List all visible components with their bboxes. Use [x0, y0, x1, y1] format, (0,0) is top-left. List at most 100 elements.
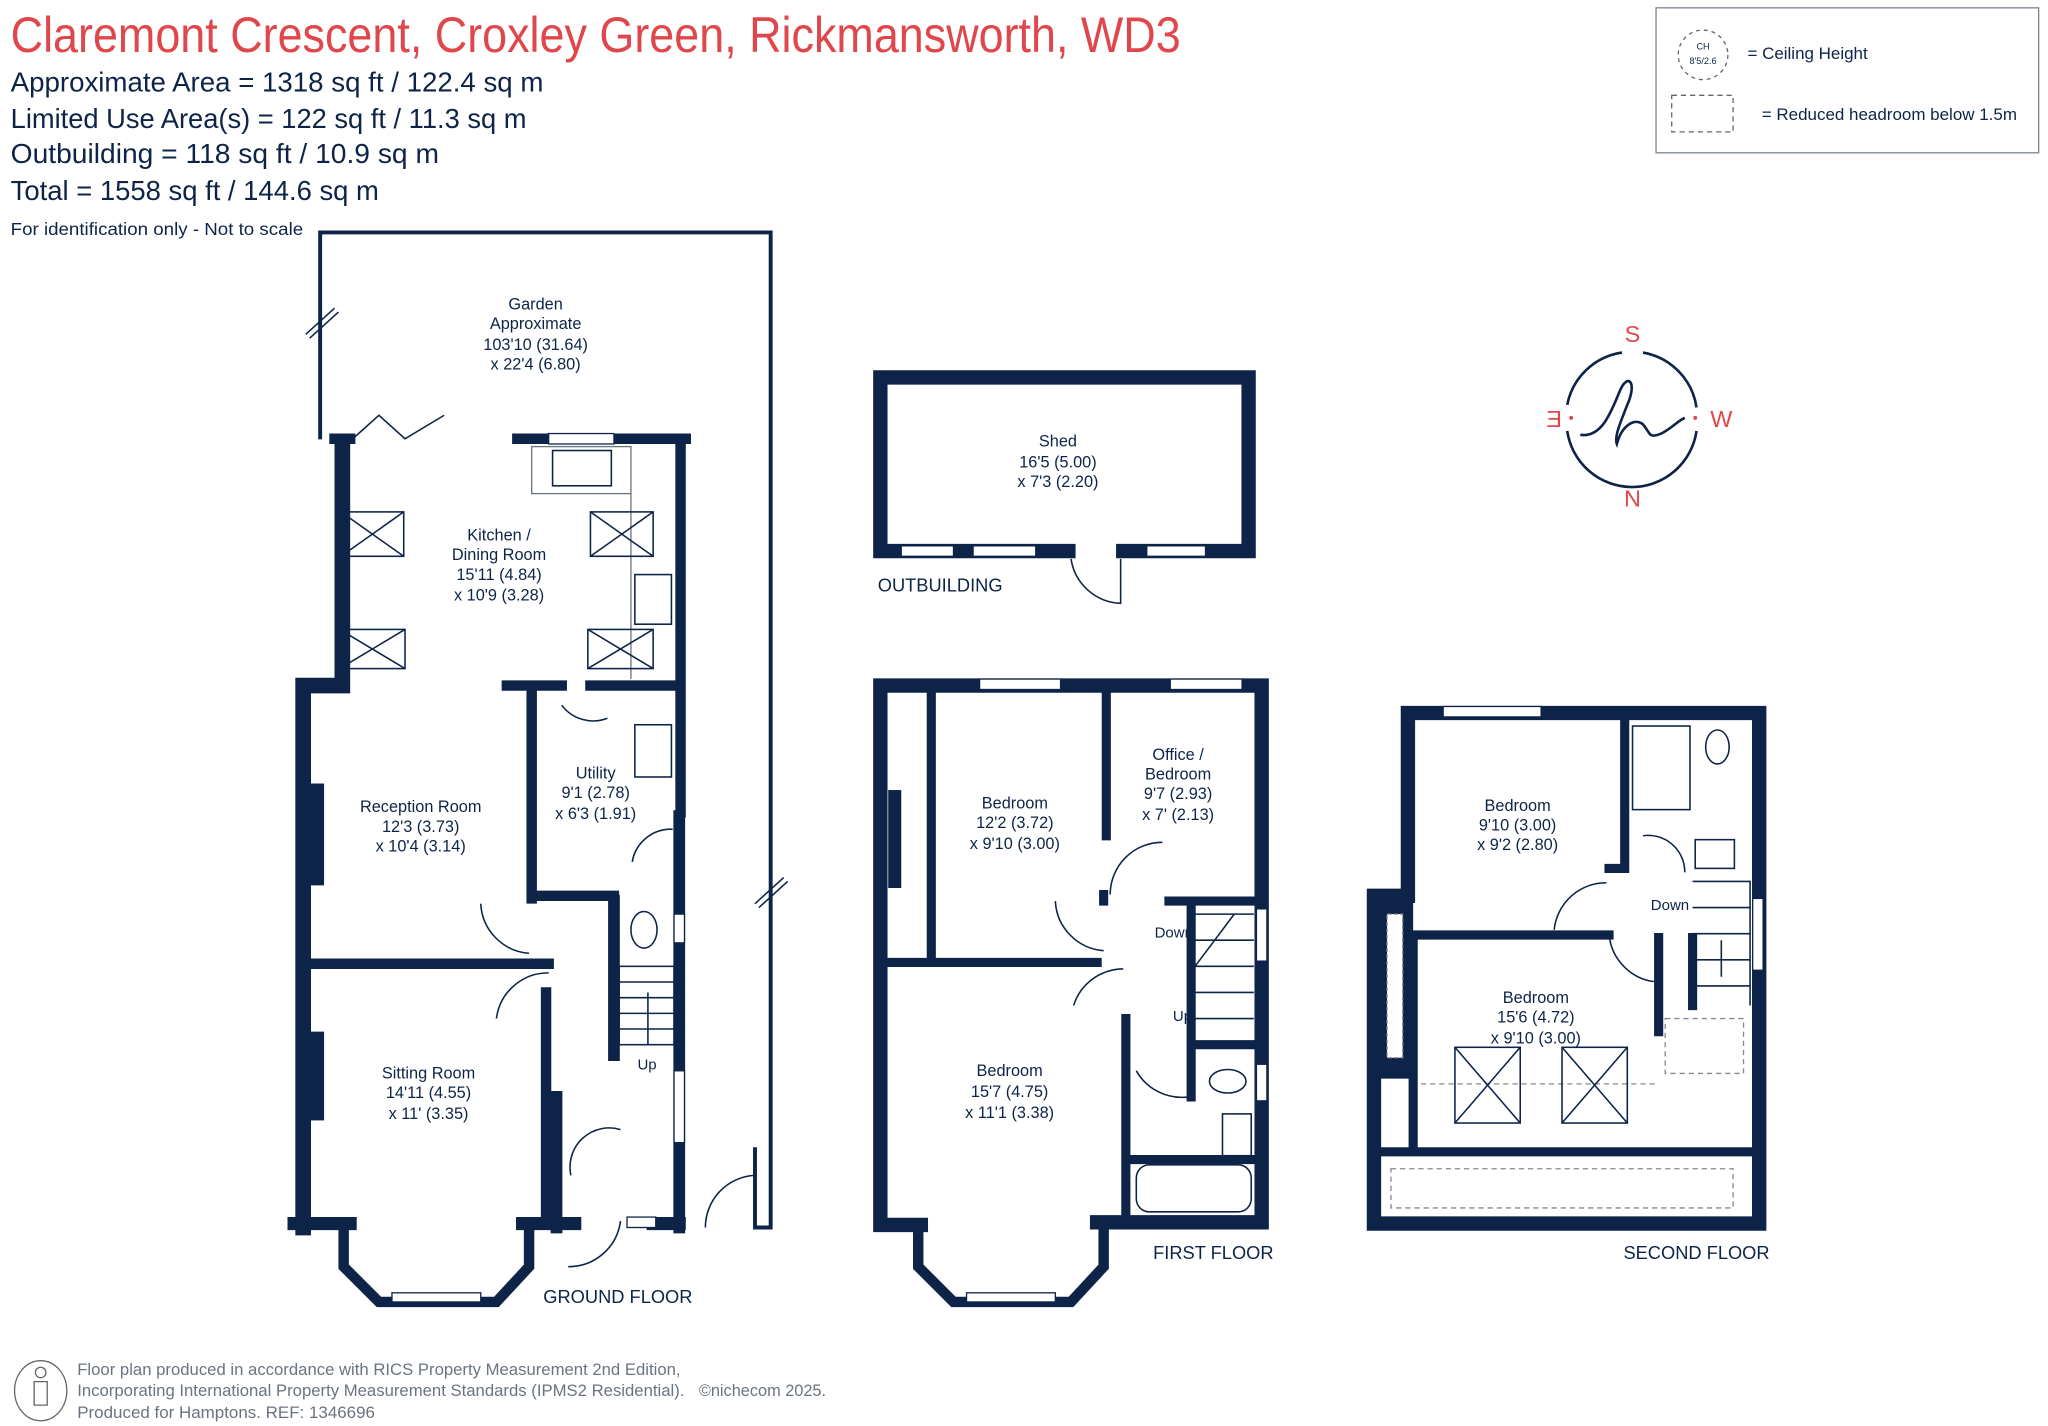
wc-icon	[1208, 1068, 1247, 1094]
outbuilding-area: Outbuilding = 118 sq ft / 10.9 sq m	[11, 138, 439, 169]
ch-symbol-bottom: 8'5/2.6	[1689, 56, 1716, 66]
basin-icon	[1694, 838, 1736, 870]
ceiling-height-label: = Ceiling Height	[1747, 44, 1868, 63]
svg-text:Garden: Garden	[508, 295, 562, 313]
outbuilding-label: OUTBUILDING	[878, 575, 1003, 596]
total-area: Total = 1558 sq ft / 144.6 sq m	[11, 175, 379, 206]
svg-text:x 9'10 (3.00): x 9'10 (3.00)	[970, 835, 1060, 853]
stairs-icon	[1692, 880, 1751, 1006]
footer-line-1: Floor plan produced in accordance with R…	[77, 1361, 680, 1379]
ch-symbol-top: CH	[1696, 42, 1709, 52]
first-floor: Bedroom 12'2 (3.72) x 9'10 (3.00) Office…	[873, 678, 1274, 1308]
compass: S N E W	[1546, 321, 1733, 512]
bath-icon	[1135, 1164, 1253, 1213]
person-scale-icon	[13, 1360, 68, 1422]
svg-text:x 6'3 (1.91): x 6'3 (1.91)	[555, 805, 636, 823]
reception-label: Reception Room 12'3 (3.73) x 10'4 (3.14)	[360, 798, 482, 855]
basin-icon	[1221, 1113, 1253, 1157]
bedroom-front-label: Bedroom 15'7 (4.75) x 11'1 (3.38)	[965, 1062, 1054, 1122]
svg-text:x 10'4 (3.14): x 10'4 (3.14)	[376, 837, 466, 855]
bedroom-front-label: Bedroom 15'6 (4.72) x 9'10 (3.00)	[1491, 989, 1581, 1047]
svg-text:12'3 (3.73): 12'3 (3.73)	[382, 818, 459, 836]
svg-text:Bedroom: Bedroom	[1145, 766, 1211, 784]
kitchen-label: Kitchen / Dining Room 15'11 (4.84) x 10'…	[452, 527, 546, 605]
sitting-label: Sitting Room 14'11 (4.55) x 11' (3.35)	[382, 1065, 475, 1123]
svg-text:Bedroom: Bedroom	[977, 1062, 1043, 1080]
svg-text:x 9'10 (3.00): x 9'10 (3.00)	[1491, 1029, 1581, 1047]
wc-icon	[630, 910, 658, 949]
shed-door	[1070, 558, 1122, 605]
outbuilding: Shed 16'5 (5.00) x 7'3 (2.20) OUTBUILDIN…	[873, 370, 1256, 605]
first-floor-label: FIRST FLOOR	[1153, 1242, 1273, 1263]
reduced-headroom-label: = Reduced headroom below 1.5m	[1762, 105, 2017, 124]
footer-line-3: Produced for Hamptons. REF: 1346696	[77, 1404, 375, 1422]
svg-text:15'11 (4.84): 15'11 (4.84)	[456, 566, 541, 584]
svg-text:x 9'2 (2.80): x 9'2 (2.80)	[1477, 836, 1558, 854]
shower-icon	[1631, 725, 1691, 811]
footer-line-2: Incorporating International Property Mea…	[77, 1382, 684, 1400]
svg-text:9'10 (3.00): 9'10 (3.00)	[1479, 817, 1556, 835]
shed-dimension-1: 16'5 (5.00)	[1019, 453, 1096, 471]
svg-text:x 22'4 (6.80): x 22'4 (6.80)	[491, 356, 581, 374]
compass-east: E	[1546, 406, 1562, 432]
svg-text:Dining Room: Dining Room	[452, 546, 546, 564]
second-floor: Bedroom 9'10 (3.00) x 9'2 (2.80) Bedroom…	[1366, 705, 1770, 1263]
legend: CH 8'5/2.6 = Ceiling Height = Reduced he…	[1655, 7, 2040, 154]
utility-label: Utility 9'1 (2.78) x 6'3 (1.91)	[555, 764, 636, 822]
stairs-up-label: Up	[637, 1057, 656, 1074]
limited-use-area: Limited Use Area(s) = 122 sq ft / 11.3 s…	[11, 103, 527, 134]
svg-text:Office /: Office /	[1152, 746, 1204, 764]
svg-text:Reception Room: Reception Room	[360, 798, 482, 816]
reduced-headroom-icon	[1671, 94, 1734, 133]
svg-text:15'6 (4.72): 15'6 (4.72)	[1497, 1008, 1574, 1026]
shed-dimension-2: x 7'3 (2.20)	[1017, 473, 1098, 491]
stairs-up-label: Up	[1173, 1008, 1192, 1025]
garden-label: Garden Approximate 103'10 (31.64) x 22'4…	[483, 295, 588, 373]
disclaimer: For identification only - Not to scale	[11, 219, 304, 239]
shed-name: Shed	[1039, 433, 1077, 451]
bedroom-back-label: Bedroom 9'10 (3.00) x 9'2 (2.80)	[1477, 797, 1558, 854]
svg-text:x 10'9 (3.28): x 10'9 (3.28)	[454, 587, 544, 605]
ceiling-height-icon	[1677, 29, 1729, 81]
svg-text:Approximate: Approximate	[490, 315, 582, 333]
svg-text:Sitting Room: Sitting Room	[382, 1065, 475, 1083]
garden-boundary	[318, 230, 773, 1230]
sink-icon	[551, 449, 613, 487]
svg-text:Bedroom: Bedroom	[1485, 797, 1551, 815]
svg-text:14'11 (4.55): 14'11 (4.55)	[386, 1084, 471, 1102]
copyright: ©nichecom 2025.	[699, 1382, 826, 1400]
svg-text:9'7 (2.93): 9'7 (2.93)	[1144, 785, 1212, 803]
svg-text:x 7' (2.13): x 7' (2.13)	[1142, 806, 1214, 824]
svg-text:Bedroom: Bedroom	[1503, 989, 1569, 1007]
svg-text:15'7 (4.75): 15'7 (4.75)	[971, 1083, 1048, 1101]
stairs-down-label: Down	[1155, 925, 1193, 942]
stairs-icon	[618, 965, 675, 1046]
svg-text:Utility: Utility	[576, 764, 617, 782]
doors	[1054, 841, 1189, 1099]
property-title: Claremont Crescent, Croxley Green, Rickm…	[11, 7, 1181, 63]
svg-text:x 11' (3.35): x 11' (3.35)	[389, 1105, 469, 1123]
utility-sink-icon	[634, 723, 673, 778]
compass-ring-icon	[1565, 351, 1698, 489]
second-floor-label: SECOND FLOOR	[1623, 1242, 1769, 1263]
footer: Floor plan produced in accordance with R…	[13, 1360, 826, 1422]
compass-south: S	[1625, 321, 1641, 347]
svg-text:12'2 (3.72): 12'2 (3.72)	[976, 814, 1053, 832]
logo-h-icon	[1580, 379, 1686, 449]
compass-north: N	[1624, 486, 1641, 512]
hob-icon	[634, 573, 673, 625]
doors	[1553, 834, 1686, 983]
office-label: Office / Bedroom 9'7 (2.93) x 7' (2.13)	[1142, 746, 1214, 824]
reduced-headroom-area	[1390, 1168, 1734, 1209]
bedroom-back-label: Bedroom 12'2 (3.72) x 9'10 (3.00)	[970, 794, 1060, 852]
svg-text:9'1 (2.78): 9'1 (2.78)	[561, 784, 629, 802]
approximate-area: Approximate Area = 1318 sq ft / 122.4 sq…	[11, 66, 544, 97]
compass-west: W	[1710, 406, 1733, 432]
stairs-icon	[1194, 913, 1254, 1020]
svg-text:Kitchen /: Kitchen /	[467, 527, 531, 545]
wc-icon	[1704, 729, 1730, 765]
stairs-down-label: Down	[1651, 897, 1689, 914]
svg-text:Bedroom: Bedroom	[982, 794, 1048, 812]
svg-text:103'10 (31.64): 103'10 (31.64)	[483, 336, 588, 354]
